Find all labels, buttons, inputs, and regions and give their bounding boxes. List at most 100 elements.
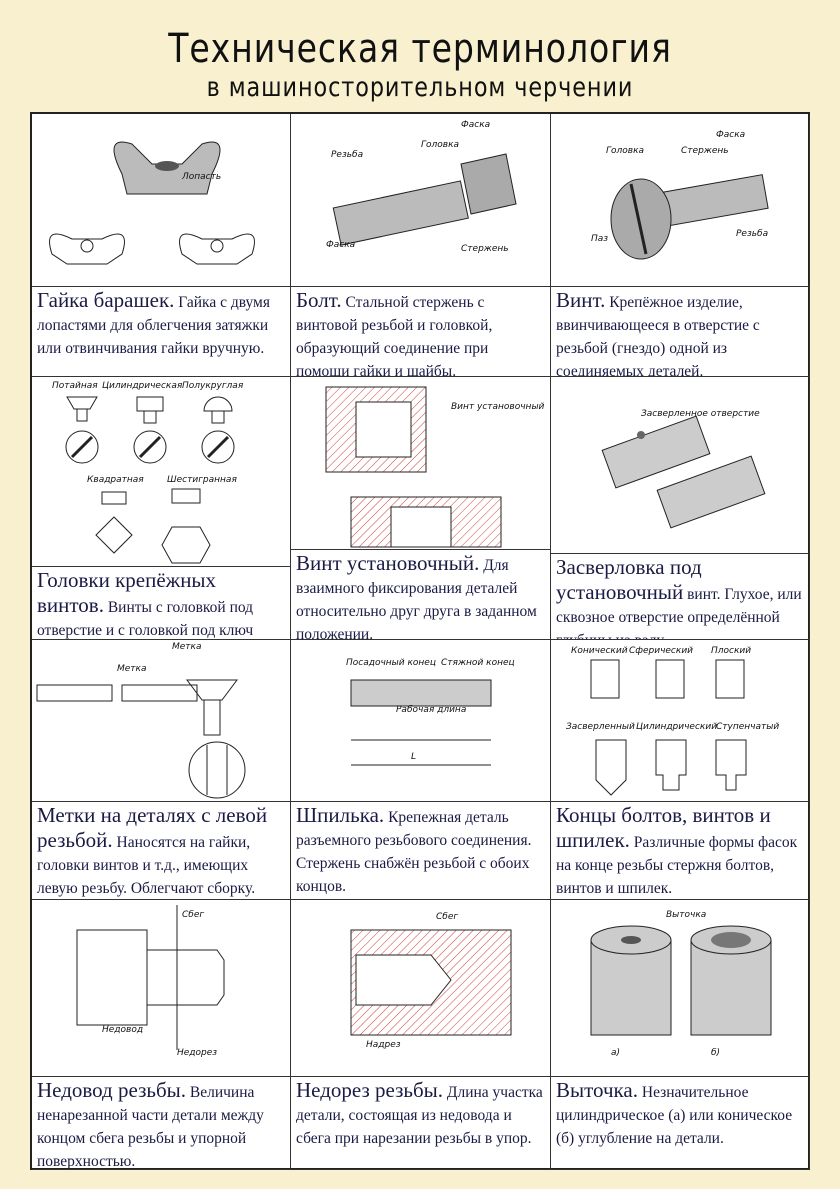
term-text: Незначительное цилиндрическое (а) или ко… [556, 1084, 793, 1147]
term-description: Метки на деталях с левой резьбой. Нанося… [32, 802, 290, 899]
drawing-label: а) [611, 1048, 621, 1058]
term-description: Гайка барашек. Гайка с двумя лопастями д… [32, 287, 290, 376]
thread-undercut-drawing [76, 905, 225, 1050]
term-title: Концы болтов, винтов и шпилек. [556, 803, 771, 852]
drawing-label: Фаска [326, 240, 356, 250]
term-text: Крепежная деталь разъемного резьбового с… [296, 809, 532, 895]
drawing-label: Винт установочный [451, 402, 545, 412]
drill-point-drawing [601, 415, 766, 529]
bolt-ends-drawing [590, 659, 747, 796]
illustration: Выточка а) б) [551, 900, 809, 1077]
drawing-label: Плоский [711, 646, 752, 656]
drawing-label: Фаска [716, 130, 746, 140]
term-text: винт. Глухое, или сквозное отверстие опр… [556, 586, 802, 639]
drawing-label: Засверленное отверстие [641, 409, 760, 419]
drawing-label: Выточка [666, 910, 707, 920]
screw-drawing [610, 174, 769, 260]
term-text: Винты с головкой под отверстие и с голов… [37, 599, 254, 639]
drawing-label: Резьба [736, 229, 769, 239]
drawing-label: Резьба [331, 150, 364, 160]
term-title: Метки на деталях с левой резьбой. [37, 803, 268, 852]
drawing-label: Лопасть [182, 172, 222, 182]
term-description: Недовод резьбы. Величина ненарезанной ча… [32, 1077, 290, 1170]
term-title: Винт. [556, 288, 606, 312]
drawing-label: Метка [117, 664, 147, 674]
drawing-label: Паз [591, 234, 609, 244]
stud-drawing [350, 679, 492, 766]
term-text: Длина участка детали, состоящая из недов… [296, 1084, 543, 1147]
drawing-label: Сбег [182, 910, 205, 920]
term-description: Недорез резьбы. Длина участка детали, со… [291, 1077, 550, 1169]
term-description: Выточка. Незначительное цилиндрическое (… [551, 1077, 809, 1169]
thread-runout-drawing [350, 929, 512, 1036]
term-text: Величина ненарезанной части детали между… [37, 1084, 264, 1170]
drawing-label: Головка [606, 146, 645, 156]
term-description: Засверловка под установочный винт. Глухо… [551, 554, 809, 640]
term-description: Винт. Крепёжное изделие, ввинчивающееся … [551, 287, 809, 377]
drawing-label: б) [711, 1048, 721, 1058]
drawing-label: Засверленный [566, 722, 635, 732]
term-title: Недорез резьбы. [296, 1078, 444, 1102]
drawing-label: Квадратная [87, 475, 144, 485]
drawing-label: Надрез [366, 1040, 401, 1050]
term-text: Для взаимного фиксирования деталей относ… [296, 557, 537, 640]
terms-grid: Лопасть Гайка барашек. Гайка с двумя лоп… [30, 112, 810, 1170]
term-cell-wing-nut: Лопасть Гайка барашек. Гайка с двумя лоп… [32, 114, 291, 377]
drawing-label: Сферический [629, 646, 694, 656]
drawing-label: Цилиндрическая [102, 381, 183, 391]
drawing-label: Стяжной конец [441, 658, 515, 668]
drawing-label: Сбег [436, 912, 459, 922]
groove-drawing [590, 925, 772, 1036]
drawing-label: Конический [571, 646, 628, 656]
term-cell-groove: Выточка а) б) Выточка. Незначительное цили… [551, 900, 810, 1170]
drawing-label: Стержень [461, 244, 509, 254]
term-title: Засверловка под установочный [556, 555, 702, 604]
term-description: Винт установочный. Для взаимного фиксиро… [291, 550, 550, 640]
drawing-label: Цилиндрический [636, 722, 718, 732]
term-text: Наносятся на гайки, головки винтов и т.д… [37, 834, 256, 897]
wing-nut-drawing [49, 141, 255, 265]
drawing-label: Посадочный конец [346, 658, 436, 668]
term-text: Гайка с двумя лопастями для облегчения з… [37, 294, 270, 357]
drawing-label: Рабочая длина [396, 705, 467, 715]
set-screw-drawing [325, 386, 502, 548]
drawing-label: L [411, 752, 417, 762]
drawing-label: Головка [421, 140, 460, 150]
term-description: Головки крепёжных винтов. Винты с головк… [32, 567, 290, 640]
drawing-label: Потайная [52, 381, 98, 391]
illustration: Винт установочный [291, 377, 550, 550]
term-text: Различные формы фасок на конце резьбы ст… [556, 834, 798, 897]
drawing-label: Недорез [177, 1048, 218, 1058]
term-description: Концы болтов, винтов и шпилек. Различные… [551, 802, 809, 899]
term-text: Крепёжное изделие, ввинчивающееся в отве… [556, 294, 760, 377]
drawing-label: Полукруглая [182, 381, 244, 391]
term-title: Выточка. [556, 1078, 638, 1102]
term-title: Винт установочный. [296, 551, 480, 575]
term-cell-drill-point: Засверленное отверстие Засверловка под у… [551, 377, 810, 640]
term-description: Шпилька. Крепежная деталь разъемного рез… [291, 802, 550, 899]
illustration: Засверленное отверстие [551, 377, 809, 554]
drawing-label: Недовод [102, 1025, 144, 1035]
poster-subtitle: в машиносторительном черчении [206, 72, 634, 103]
left-thread-marks-drawing [36, 679, 246, 799]
term-title: Недовод резьбы. [37, 1078, 186, 1102]
drawing-label: Шестигранная [167, 475, 237, 485]
term-description: Болт. Стальной стержень с винтовой резьб… [291, 287, 550, 377]
